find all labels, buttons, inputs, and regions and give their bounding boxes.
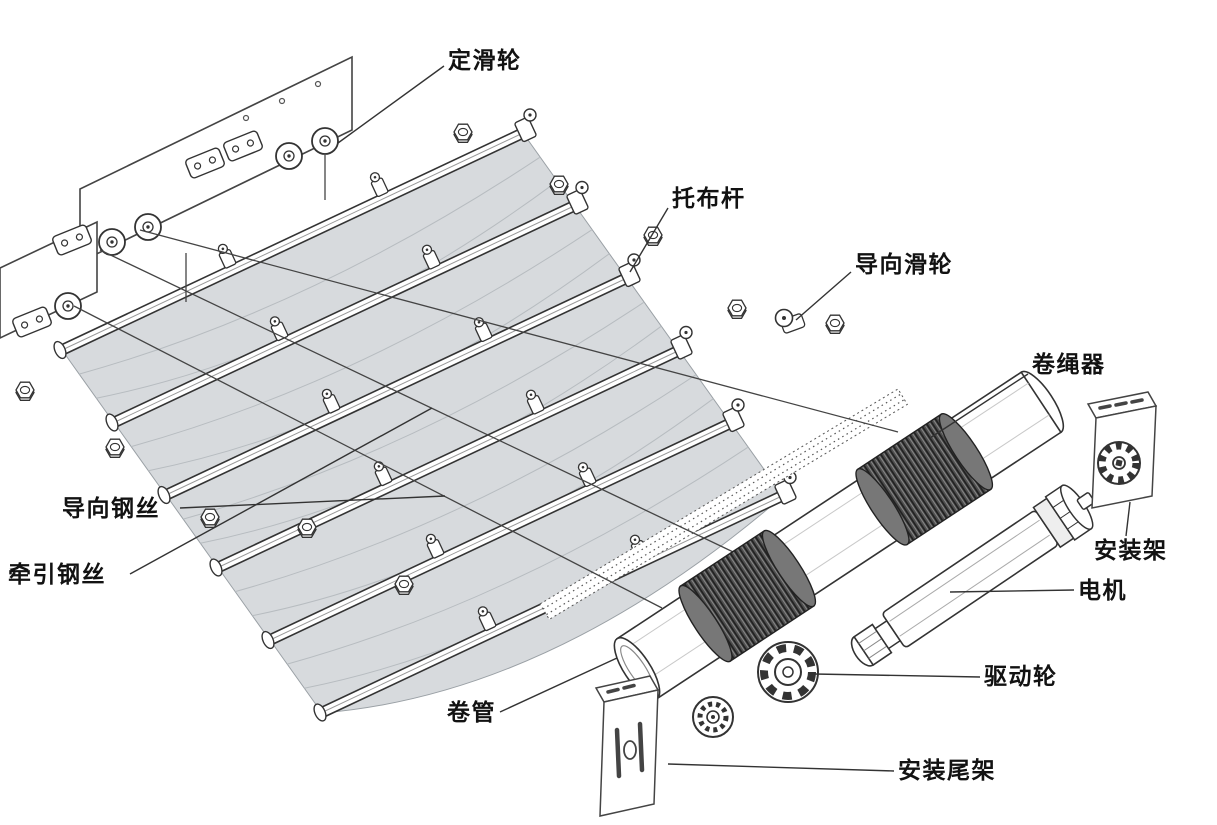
label-traction-wire: 牵引钢丝 (8, 561, 106, 587)
label-motor: 电机 (1078, 577, 1127, 603)
traction-wire (99, 249, 751, 561)
cord-winder-drum-1 (678, 529, 817, 663)
perforated-strip (539, 388, 908, 621)
cord-wire (139, 229, 899, 433)
label-roller-tube: 卷管 (447, 699, 496, 725)
roller-tube (613, 370, 1065, 701)
label-fixed-pulley: 定滑轮 (448, 47, 522, 73)
drive-wheel (757, 641, 819, 703)
label-guide-wire: 导向钢丝 (62, 495, 160, 521)
label-drive-wheel: 驱动轮 (984, 663, 1058, 689)
label-mounting-bracket: 安装架 (1094, 537, 1168, 563)
drive-sprocket (1097, 441, 1141, 485)
motor (850, 484, 1095, 667)
guide-wire (73, 305, 663, 609)
label-guide-pulley: 导向滑轮 (855, 251, 953, 277)
wires-group (73, 155, 899, 609)
leader-lines (129, 65, 1131, 772)
label-cord-winder: 卷绳器 (1032, 351, 1106, 377)
label-fabric-support-rod: 托布杆 (672, 185, 746, 211)
label-mounting-tail-bracket: 安装尾架 (898, 757, 996, 783)
cord-winder-drum-2 (855, 413, 994, 546)
guide-pulley-part (774, 308, 806, 334)
spring-hub (692, 696, 734, 738)
tail-mounting-bracket (594, 675, 660, 817)
